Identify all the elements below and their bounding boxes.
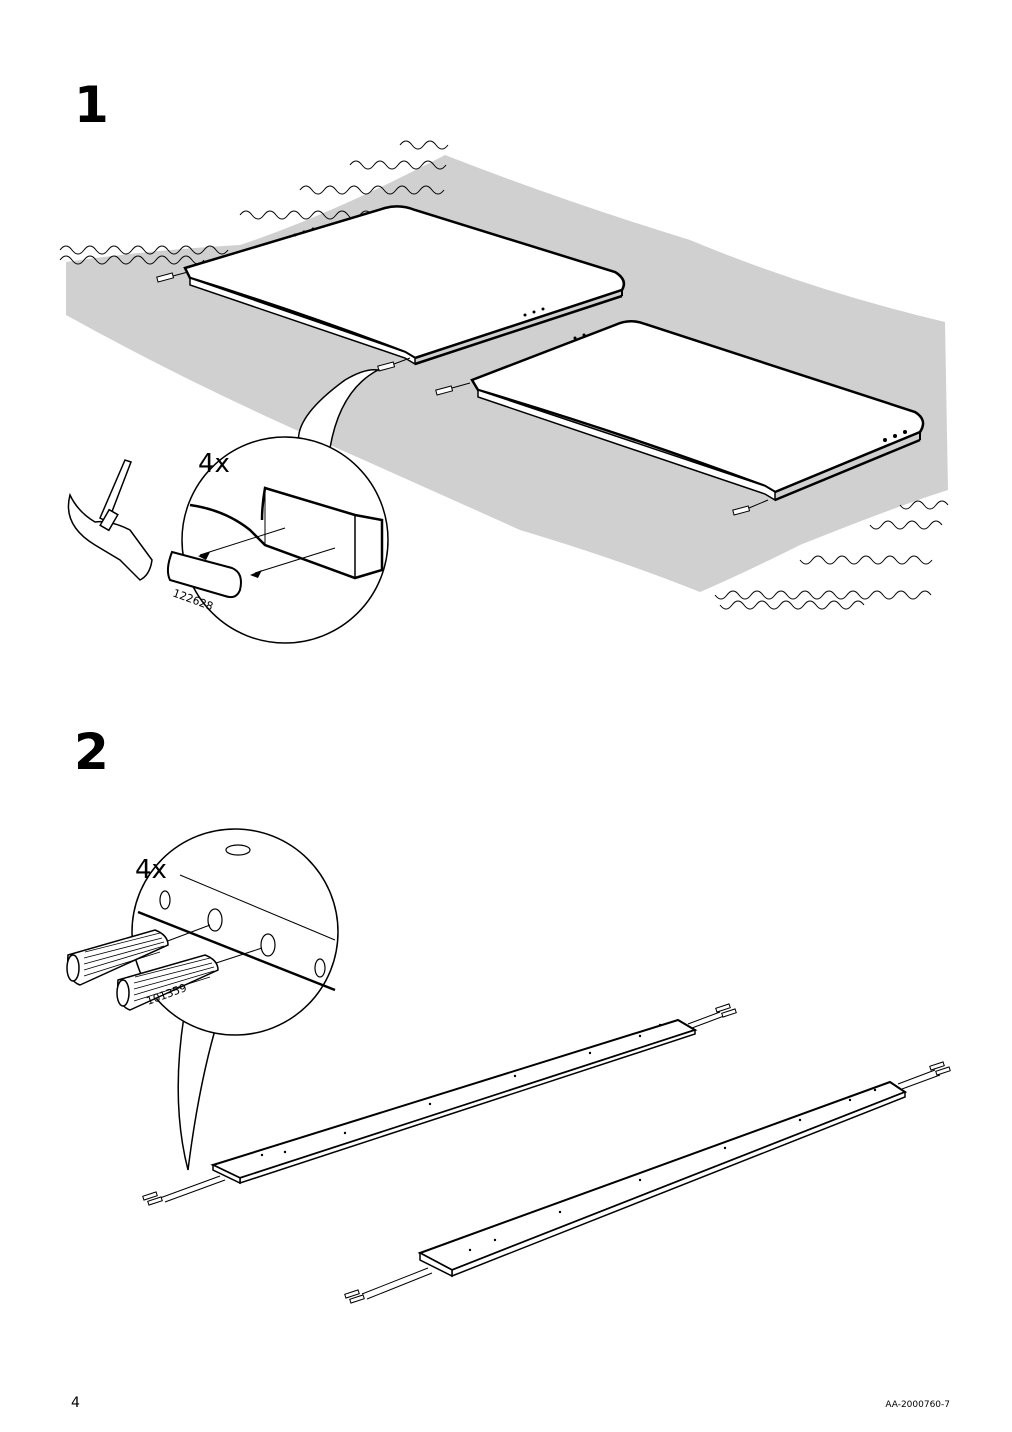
step-1-illustration: 4x 122628 — [59, 140, 949, 644]
dowel-icon — [116, 954, 219, 1011]
page-number: 4 — [71, 1395, 80, 1411]
dowel-icon — [66, 929, 169, 986]
panel-lower — [470, 320, 925, 502]
rail-lower — [344, 1061, 951, 1304]
peg-icon — [166, 550, 242, 599]
step-1-detail-callout: 4x 122628 — [166, 368, 389, 644]
step-2-quantity: 4x — [135, 855, 167, 885]
mat-fringe-bottom — [714, 500, 949, 610]
panel-upper — [183, 205, 626, 366]
peg-icon — [156, 271, 769, 516]
hammer-icon — [67, 459, 153, 581]
step-2-illustration: 4x 101359 — [66, 828, 951, 1304]
step-2-detail-callout: 4x 101359 — [66, 828, 339, 1171]
document-code: AA-2000760-7 — [885, 1400, 950, 1410]
rail-upper — [142, 1003, 737, 1206]
step-2-number: 2 — [74, 723, 109, 781]
step-1-quantity: 4x — [198, 449, 230, 479]
step-1-number: 1 — [74, 76, 109, 134]
